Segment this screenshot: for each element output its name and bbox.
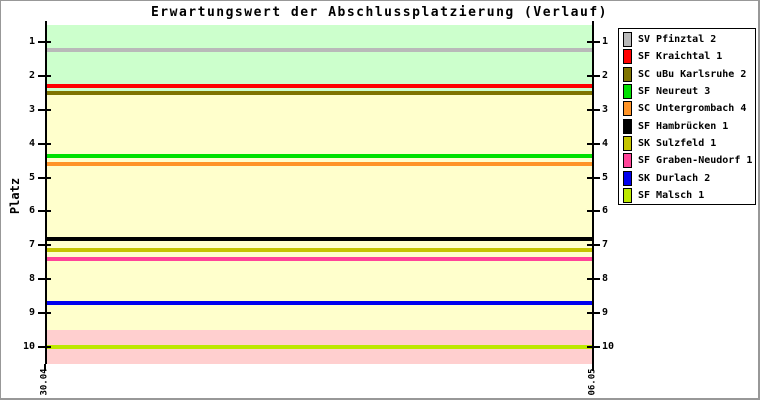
series-line xyxy=(47,153,592,158)
legend-swatch xyxy=(623,66,632,82)
y-axis-tick-label-left: 2 xyxy=(28,69,35,81)
y-axis-tick-right xyxy=(587,176,600,179)
y-axis-tick-label-left: 3 xyxy=(28,103,35,115)
y-axis-tick-right xyxy=(587,40,600,43)
legend-item: SF Neureut 3 xyxy=(623,83,755,100)
y-axis-tick-left xyxy=(38,142,51,145)
y-axis-tick-right xyxy=(587,346,600,349)
x-axis-tick-label: 30.04 xyxy=(40,368,50,396)
legend-label: SC uBu Karlsruhe 2 xyxy=(638,68,747,80)
legend-label: SF Kraichtal 1 xyxy=(638,51,723,63)
legend-swatch xyxy=(623,170,632,186)
series-line xyxy=(47,161,592,166)
y-axis-tick-left xyxy=(38,40,51,43)
y-axis-tick-left xyxy=(38,346,51,349)
y-axis-tick-label-left: 8 xyxy=(28,273,35,285)
legend-label: SK Sulzfeld 1 xyxy=(638,137,717,149)
series-line xyxy=(47,236,592,241)
axis-extension xyxy=(592,21,594,25)
y-axis-tick-right xyxy=(587,278,600,281)
legend-item: SF Graben-Neudorf 1 xyxy=(623,152,755,169)
legend-box: SV Pfinztal 2 SF Kraichtal 1 SC uBu Karlsr… xyxy=(618,28,756,205)
y-axis-tick-label-right: 1 xyxy=(602,35,609,47)
legend-swatch xyxy=(623,32,632,48)
y-axis-tick-right xyxy=(587,210,600,213)
series-line xyxy=(47,345,592,350)
legend-swatch xyxy=(623,135,632,151)
y-axis-tick-right xyxy=(587,74,600,77)
series-line xyxy=(47,90,592,95)
background-band xyxy=(47,25,592,95)
y-axis-tick-label-right: 6 xyxy=(602,205,609,217)
y-axis-tick-left xyxy=(38,278,51,281)
legend-label: SF Malsch 1 xyxy=(638,189,705,201)
y-axis-tick-label-right: 9 xyxy=(602,307,609,319)
legend-label: SV Pfinztal 2 xyxy=(638,34,717,46)
legend-item: SV Pfinztal 2 xyxy=(623,31,755,48)
legend-swatch xyxy=(623,84,632,100)
legend-item: SF Kraichtal 1 xyxy=(623,48,755,65)
y-axis-tick-label-left: 1 xyxy=(28,35,35,47)
legend-label: SC Untergrombach 4 xyxy=(638,103,747,115)
legend-swatch xyxy=(623,101,632,117)
legend-label: SF Graben-Neudorf 1 xyxy=(638,155,753,167)
y-axis-tick-label-right: 7 xyxy=(602,239,609,251)
y-axis-tick-right xyxy=(587,142,600,145)
y-axis-tick-label-left: 4 xyxy=(28,137,35,149)
legend-label: SF Hambrücken 1 xyxy=(638,120,729,132)
series-line xyxy=(47,256,592,261)
y-axis-tick-left xyxy=(38,244,51,247)
legend-item: SF Malsch 1 xyxy=(623,187,755,204)
legend-item: SF Hambrücken 1 xyxy=(623,117,755,134)
y-axis-tick-label-right: 4 xyxy=(602,137,609,149)
legend-swatch xyxy=(623,118,632,134)
plot-area xyxy=(45,25,594,364)
chart-title: Erwartungswert der Abschlussplatzierung … xyxy=(150,5,608,20)
y-axis-tick-left xyxy=(38,312,51,315)
y-axis-tick-label-left: 7 xyxy=(28,239,35,251)
y-axis-tick-left xyxy=(38,176,51,179)
x-axis-tick-label-box: 06.05 xyxy=(578,366,608,398)
y-axis-tick-label-left: 6 xyxy=(28,205,35,217)
legend-label: SK Durlach 2 xyxy=(638,172,711,184)
legend-swatch xyxy=(623,49,632,65)
legend-item: SC uBu Karlsruhe 2 xyxy=(623,66,755,83)
y-axis-tick-label-right: 8 xyxy=(602,273,609,285)
y-axis-tick-right xyxy=(587,312,600,315)
axis-extension xyxy=(45,21,47,25)
x-axis-tick-label-box: 30.04 xyxy=(30,366,60,398)
x-axis-tick xyxy=(44,364,46,371)
series-line xyxy=(47,300,592,305)
x-axis-tick xyxy=(592,364,594,371)
legend-item: SK Sulzfeld 1 xyxy=(623,135,755,152)
y-axis-tick-left xyxy=(38,210,51,213)
series-line xyxy=(47,248,592,253)
y-axis-tick-left xyxy=(38,108,51,111)
y-axis-tick-label-right: 3 xyxy=(602,103,609,115)
background-band xyxy=(47,94,592,331)
y-axis-tick-right xyxy=(587,108,600,111)
series-line xyxy=(47,84,592,89)
x-axis-tick-label: 06.05 xyxy=(588,368,598,396)
legend-swatch xyxy=(623,187,632,203)
series-line xyxy=(47,48,592,53)
y-axis-tick-label-left: 9 xyxy=(28,307,35,319)
y-axis-tick-label-right: 10 xyxy=(602,341,615,353)
legend-swatch xyxy=(623,153,632,169)
y-axis-tick-label-right: 2 xyxy=(602,69,609,81)
y-axis-tick-right xyxy=(587,244,600,247)
y-axis-tick-left xyxy=(38,74,51,77)
y-axis-tick-label-left: 5 xyxy=(28,171,35,183)
legend-item: SC Untergrombach 4 xyxy=(623,100,755,117)
y-axis-tick-label-left: 10 xyxy=(22,341,35,353)
legend-item: SK Durlach 2 xyxy=(623,169,755,186)
y-axis-tick-label-right: 5 xyxy=(602,171,609,183)
legend-label: SF Neureut 3 xyxy=(638,86,711,98)
